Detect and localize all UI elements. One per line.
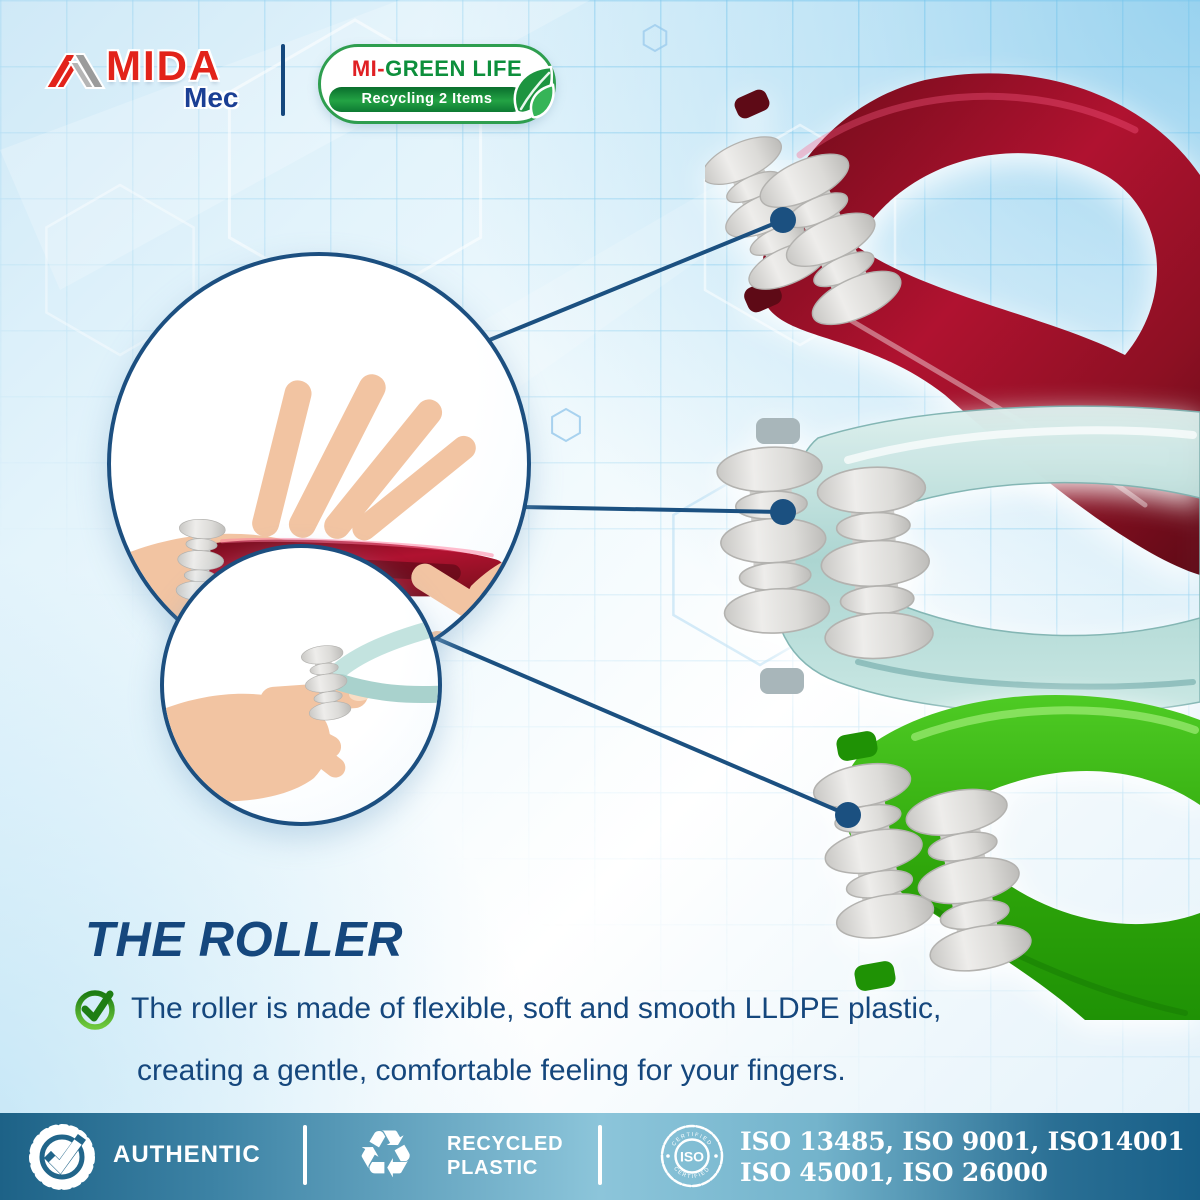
green-roller-product-photo <box>809 694 1200 1020</box>
badge-tagline: Recycling 2 Items <box>329 87 525 112</box>
callout-dot <box>770 499 796 525</box>
green-life-badge: MI-GREEN LIFE Recycling 2 Items <box>318 44 556 124</box>
recycle-icon: ♻ <box>356 1116 416 1193</box>
footer-divider <box>303 1125 307 1185</box>
body-text-line-1: The roller is made of flexible, soft and… <box>131 992 942 1025</box>
iso-line-2: ISO 45001, ISO 26000 <box>740 1158 1048 1187</box>
badge-name: GREEN LIFE <box>385 56 523 81</box>
iso-seal-icon: ISO CERTIFIED CERTIFIED <box>660 1124 724 1188</box>
header-divider <box>281 44 285 116</box>
callout-dot <box>770 207 796 233</box>
mida-logo-subtext: Mec <box>184 82 239 113</box>
iso-line-1: ISO 13485, ISO 9001, ISO14001 <box>740 1127 1185 1156</box>
recycled-plastic-label: RECYCLED PLASTIC <box>447 1132 563 1180</box>
callout-line <box>486 218 784 343</box>
green-life-badge-title: MI-GREEN LIFE <box>321 56 553 82</box>
recycled-line-2: PLASTIC <box>447 1157 539 1179</box>
iso-seal-label: ISO <box>680 1149 704 1165</box>
callout-line <box>432 635 849 817</box>
body-text-line-2: creating a gentle, comfortable feeling f… <box>137 1054 846 1087</box>
seal-check-icon <box>29 1124 95 1190</box>
mida-chevron-logo-icon <box>44 53 106 89</box>
authentic-label: AUTHENTIC <box>113 1141 261 1168</box>
callout-line <box>520 505 784 514</box>
badge-prefix: MI- <box>351 56 386 81</box>
page-title: THE ROLLER <box>85 913 404 967</box>
inset-photo-hands-small <box>160 544 442 826</box>
mida-logo-text: MIDA <box>106 42 222 89</box>
hand-using-teal-roller-illustration <box>164 617 438 802</box>
roller-axle-caps <box>836 731 896 991</box>
recycled-line-1: RECYCLED <box>447 1133 564 1155</box>
callout-dot <box>835 802 861 828</box>
leaf-icon <box>513 65 555 119</box>
teal-roller-product-photo <box>715 405 1200 715</box>
teal-roller-on-finger <box>299 617 438 723</box>
green-check-icon <box>75 990 115 1030</box>
roller-axle-clips <box>756 418 804 694</box>
footer-divider <box>598 1125 602 1185</box>
footer-bar: AUTHENTIC ♻ RECYCLED PLASTIC ISO CERTIFI… <box>0 1113 1200 1200</box>
iso-certifications: ISO 13485, ISO 9001, ISO14001 ISO 45001,… <box>740 1126 1185 1188</box>
